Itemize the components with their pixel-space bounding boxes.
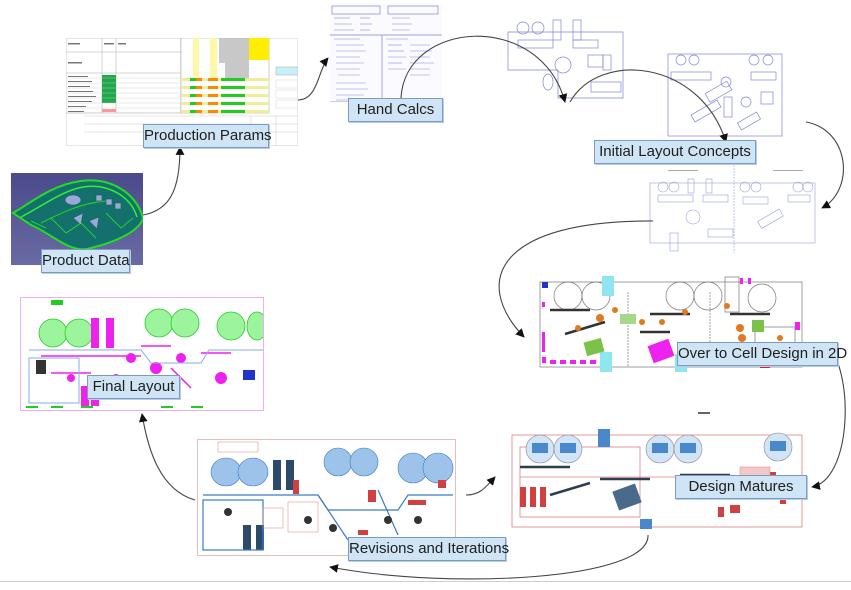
revisions-iterations-graphic (202, 441, 454, 551)
design-matures-graphic (511, 412, 803, 529)
spreadsheet-graphic (66, 38, 298, 146)
layout-sketch-2-graphic (667, 53, 783, 137)
step-label-design-matures: Design Matures (675, 475, 807, 499)
handwritten-calcs-graphic (330, 5, 442, 102)
step-label-product-data: Product Data (41, 249, 130, 273)
arrow-params-to-handcalcs (297, 57, 329, 101)
layout-sketch-1-graphic (507, 19, 624, 99)
revisions-iterations-image (197, 439, 456, 556)
step-label-revisions-iterations: Revisions and Iterations (348, 537, 509, 561)
step-label-initial-layout-concepts: Initial Layout Concepts (594, 140, 756, 164)
layout-sketch-3-graphic (649, 165, 816, 253)
cad-part-graphic (11, 179, 143, 251)
layout-concept-sketch-1 (503, 10, 626, 100)
layout-concept-sketch-3 (648, 165, 824, 253)
step-label-hand-calcs: Hand Calcs (348, 98, 443, 122)
step-label-cell-design-2d: Over to Cell Design in 2D (677, 342, 847, 366)
final-layout-graphic (26, 300, 263, 408)
design-matures-image (500, 407, 806, 531)
layout-concept-sketch-2 (666, 52, 784, 137)
final-layout-image (20, 297, 264, 411)
production-params-image (66, 38, 298, 146)
arrow-celldesign-to-matures (811, 345, 846, 490)
arrow-product-to-params (142, 146, 185, 216)
step-label-production-params: Production Params (143, 124, 272, 148)
arrow-revisions-to-matures (465, 476, 496, 496)
step-label-final-layout: Final Layout (87, 375, 180, 399)
arrow-revisions-to-final (138, 413, 196, 501)
bottom-divider (0, 581, 851, 582)
hand-calcs-image (330, 3, 442, 102)
